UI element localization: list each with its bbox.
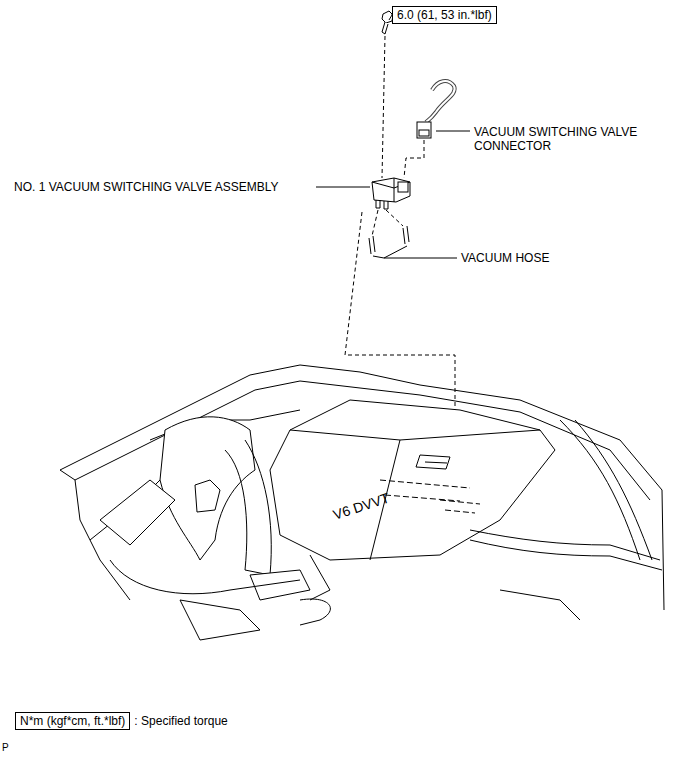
- logo: V6 DVVT: [331, 489, 392, 522]
- vacuum-switching-valve: [372, 178, 410, 209]
- part-label: NO. 1 VACUUM SWITCHING VALVE ASSEMBLY: [14, 180, 279, 194]
- part-label: VACUUM HOSE: [461, 251, 581, 265]
- box-text: N*m (kgf*cm, ft.*lbf): [20, 714, 125, 728]
- page-mark: P: [2, 742, 22, 754]
- part-label: VACUUM SWITCHING VALVE CONNECTOR: [474, 125, 674, 153]
- guide-line: [404, 140, 424, 178]
- guide-line: [382, 36, 385, 178]
- torque-box: 6.0 (61, 53 in.*lbf): [392, 6, 497, 24]
- leader-line: [436, 131, 470, 132]
- guide-line: [372, 210, 403, 236]
- torque-unit-box: N*m (kgf*cm, ft.*lbf): [15, 712, 130, 730]
- leader-line: [316, 187, 370, 188]
- vacuum-hose: [369, 226, 409, 254]
- leader-line: [373, 246, 457, 258]
- legend-text: : Specified torque: [134, 714, 227, 728]
- engine-compartment: V6 DVVT: [60, 365, 664, 640]
- box-text: 6.0 (61, 53 in.*lbf): [397, 8, 492, 22]
- connector: [417, 81, 455, 138]
